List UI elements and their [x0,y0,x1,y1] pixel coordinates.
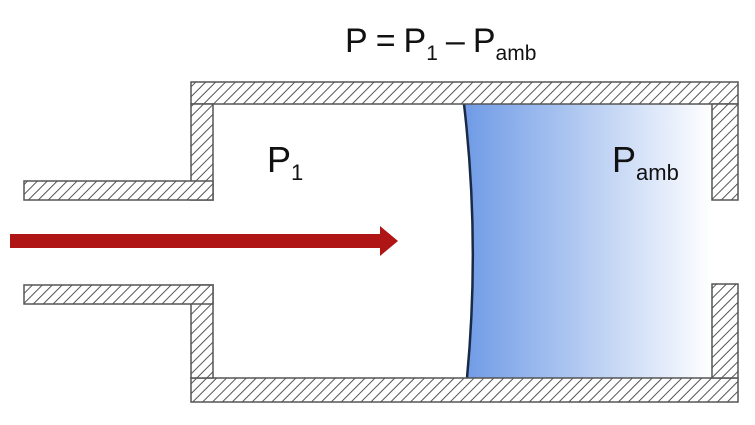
label-p1: P1 [267,139,303,185]
right-wall-upper [711,103,739,201]
flow-arrow [10,226,398,256]
fluid-interface [462,103,475,379]
label-p1-sub: 1 [291,160,303,185]
label-pamb: Pamb [612,139,679,185]
equation-pamb-sub: amb [496,42,537,65]
bottom-wall [190,377,739,403]
label-pamb-base: P [612,139,636,180]
equation-p1-sub: 1 [426,42,438,65]
cylinder-walls [23,81,739,403]
inlet-pipe-top [23,180,214,201]
inlet-pipe-bottom [23,284,214,305]
equation-p1-base: P [404,22,427,60]
pressure-equation: P=P1–Pamb [345,22,536,65]
top-wall [190,81,739,105]
ambient-fluid-region [464,104,712,378]
equation-minus: – [446,22,465,60]
equation-pamb-base: P [473,22,496,60]
flow-arrow-head [380,226,398,256]
label-pamb-sub: amb [636,160,679,185]
equation-equals: = [376,22,396,60]
label-p1-base: P [267,139,291,180]
flow-arrow-shaft [10,234,382,248]
right-wall-lower [711,283,739,379]
equation-lhs: P [345,22,368,60]
